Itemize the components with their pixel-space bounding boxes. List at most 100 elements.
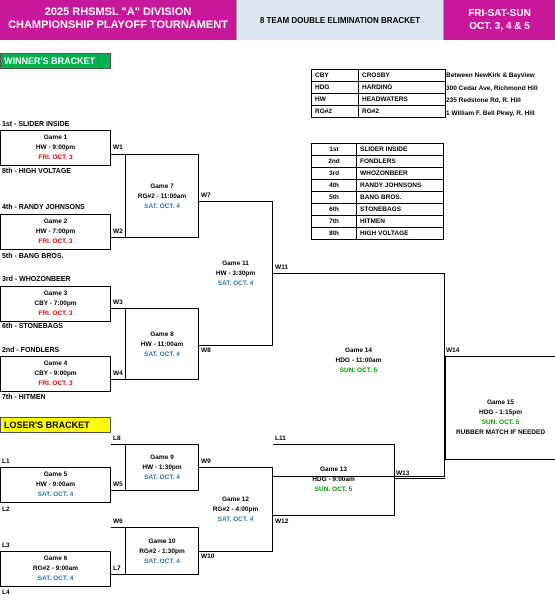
tournament-dates: FRI-SAT-SUN OCT. 3, 4 & 5: [444, 0, 555, 40]
game-time: RG#2 - 9:00am: [32, 565, 79, 572]
field-code: HDG: [311, 81, 359, 94]
game-time: HW - 7:00pm: [35, 228, 76, 235]
label-l3: L3: [2, 542, 10, 549]
place: 6th: [311, 203, 357, 216]
game-time: CBY - 7:00pm: [34, 300, 77, 307]
field-name: RG#2: [358, 105, 446, 118]
game-time: HDG - 11:00am: [335, 357, 382, 364]
seed-8: 8th - HIGH VOLTAGE: [2, 168, 71, 175]
label-l2: L2: [2, 506, 10, 513]
field-code: CBY: [311, 69, 359, 82]
game-name: Game 5: [43, 471, 68, 478]
place: 1st: [311, 143, 357, 156]
game-date: SAT. OCT. 4: [144, 351, 180, 358]
game-date: SUN. OCT. 5: [314, 486, 353, 493]
game-date: SAT. OCT. 4: [144, 203, 180, 210]
game-name: Game 10: [148, 538, 176, 545]
game-6: Game 6 RG#2 - 9:00am SAT. OCT. 4: [0, 551, 111, 587]
game-date: SAT. OCT. 4: [37, 575, 74, 582]
game-name: Game 3: [43, 290, 68, 297]
place: 3rd: [311, 167, 357, 180]
connector: [111, 237, 125, 238]
label-l1: L1: [2, 458, 10, 465]
game-name: Game 2: [43, 218, 68, 225]
connector: [111, 490, 125, 491]
game-name: Game 6: [43, 555, 68, 562]
field-code: RG#2: [311, 105, 359, 118]
game-time: RG#2 - 1:30pm: [139, 548, 185, 555]
label-l7: L7: [113, 565, 121, 572]
seed-4: 4th - RANDY JOHNSONS: [2, 204, 85, 211]
game-name: Game 4: [43, 360, 68, 367]
team: RANDY JOHNSONS: [356, 179, 444, 192]
label-l11: L11: [275, 435, 286, 442]
game-date: FRI. OCT. 3: [38, 380, 73, 387]
game-date: SUN. OCT. 5: [339, 367, 378, 374]
game-date: SAT. OCT. 4: [217, 516, 254, 523]
connector: [395, 478, 445, 479]
field-address: 1 William F. Bell Pkwy, R. Hill: [446, 109, 535, 117]
field-address: Between NewKirk & Bayview: [446, 72, 535, 79]
field-address: 235 Redstone Rd, R. Hill: [446, 97, 521, 104]
seed-3: 3rd - WHOZONBEER: [2, 276, 71, 283]
field-name: HEADWATERS: [358, 93, 446, 106]
team: STONEBAGS: [356, 203, 444, 216]
label-w2: W2: [113, 228, 123, 235]
game-date: FRI. OCT. 3: [38, 154, 73, 161]
label-w7: W7: [201, 192, 211, 199]
field-name: CROSBY: [358, 69, 446, 82]
connector: [111, 379, 125, 380]
team: SLIDER INSIDE: [356, 143, 444, 156]
game-name: Game 12: [221, 496, 250, 503]
team: WHOZONBEER: [356, 167, 444, 180]
game-time: HW - 9:00pm: [35, 144, 76, 151]
place: 7th: [311, 215, 357, 228]
game-time: HDG - 9:00am: [312, 476, 355, 483]
game-name: Game 7: [150, 183, 174, 190]
field-address: 300 Cedar Ave, Richmond Hill: [446, 84, 538, 92]
game-time: HW - 3:30pm: [215, 270, 256, 277]
connector: [111, 154, 125, 155]
game-date: SAT. OCT. 4: [217, 280, 254, 287]
game-13: Game 13 HDG - 9:00am SUN. OCT. 5: [273, 444, 395, 516]
label-w12: W12: [275, 518, 289, 525]
game-5: Game 5 HW - 9:00am SAT. OCT. 4: [0, 467, 111, 503]
dates-line-1: FRI-SAT-SUN: [468, 8, 531, 19]
connector: [111, 527, 125, 528]
field-name: HARDING: [358, 81, 446, 94]
label-w4: W4: [113, 370, 123, 377]
team: FONDLERS: [356, 155, 444, 168]
label-w10: W10: [201, 553, 215, 560]
game-date: SAT. OCT. 4: [37, 491, 74, 498]
game-10: Game 10 RG#2 - 1:30pm SAT. OCT. 4: [125, 527, 199, 575]
title-line-2: CHAMPIONSHIP PLAYOFF TOURNAMENT: [8, 19, 228, 31]
game-time: HW - 11:00am: [140, 341, 184, 348]
label-w8: W8: [201, 347, 211, 354]
bracket-type: 8 TEAM DOUBLE ELIMINATION BRACKET: [236, 0, 444, 40]
game-date: SAT. OCT. 4: [144, 558, 180, 565]
seed-1: 1st - SLIDER INSIDE: [2, 121, 70, 128]
place: 8th: [311, 227, 357, 240]
title-line-1: 2025 RHSMSL "A" DIVISION: [44, 6, 192, 18]
game-time: CBY - 9:00pm: [34, 370, 77, 377]
game-name: Game 11: [222, 260, 249, 267]
game-15: Game 15 HDG - 1:15pm SUN. OCT. 5 RUBBER …: [445, 356, 555, 460]
game-time: HW - 9:00am: [35, 481, 75, 488]
game-4: Game 4 CBY - 9:00pm FRI. OCT. 3: [0, 356, 111, 392]
seed-5: 5th - BANG BROS.: [2, 253, 64, 260]
losers-bracket-label: LOSER'S BRACKET: [0, 417, 111, 433]
game-2: Game 2 HW - 7:00pm FRI. OCT. 3: [0, 214, 111, 250]
game-time: HDG - 1:15pm: [479, 409, 522, 416]
seed-2: 2nd - FONDLERS: [2, 347, 60, 354]
team: HITMEN: [356, 215, 444, 228]
label-w14: W14: [446, 347, 460, 354]
label-w11: W11: [275, 264, 289, 271]
